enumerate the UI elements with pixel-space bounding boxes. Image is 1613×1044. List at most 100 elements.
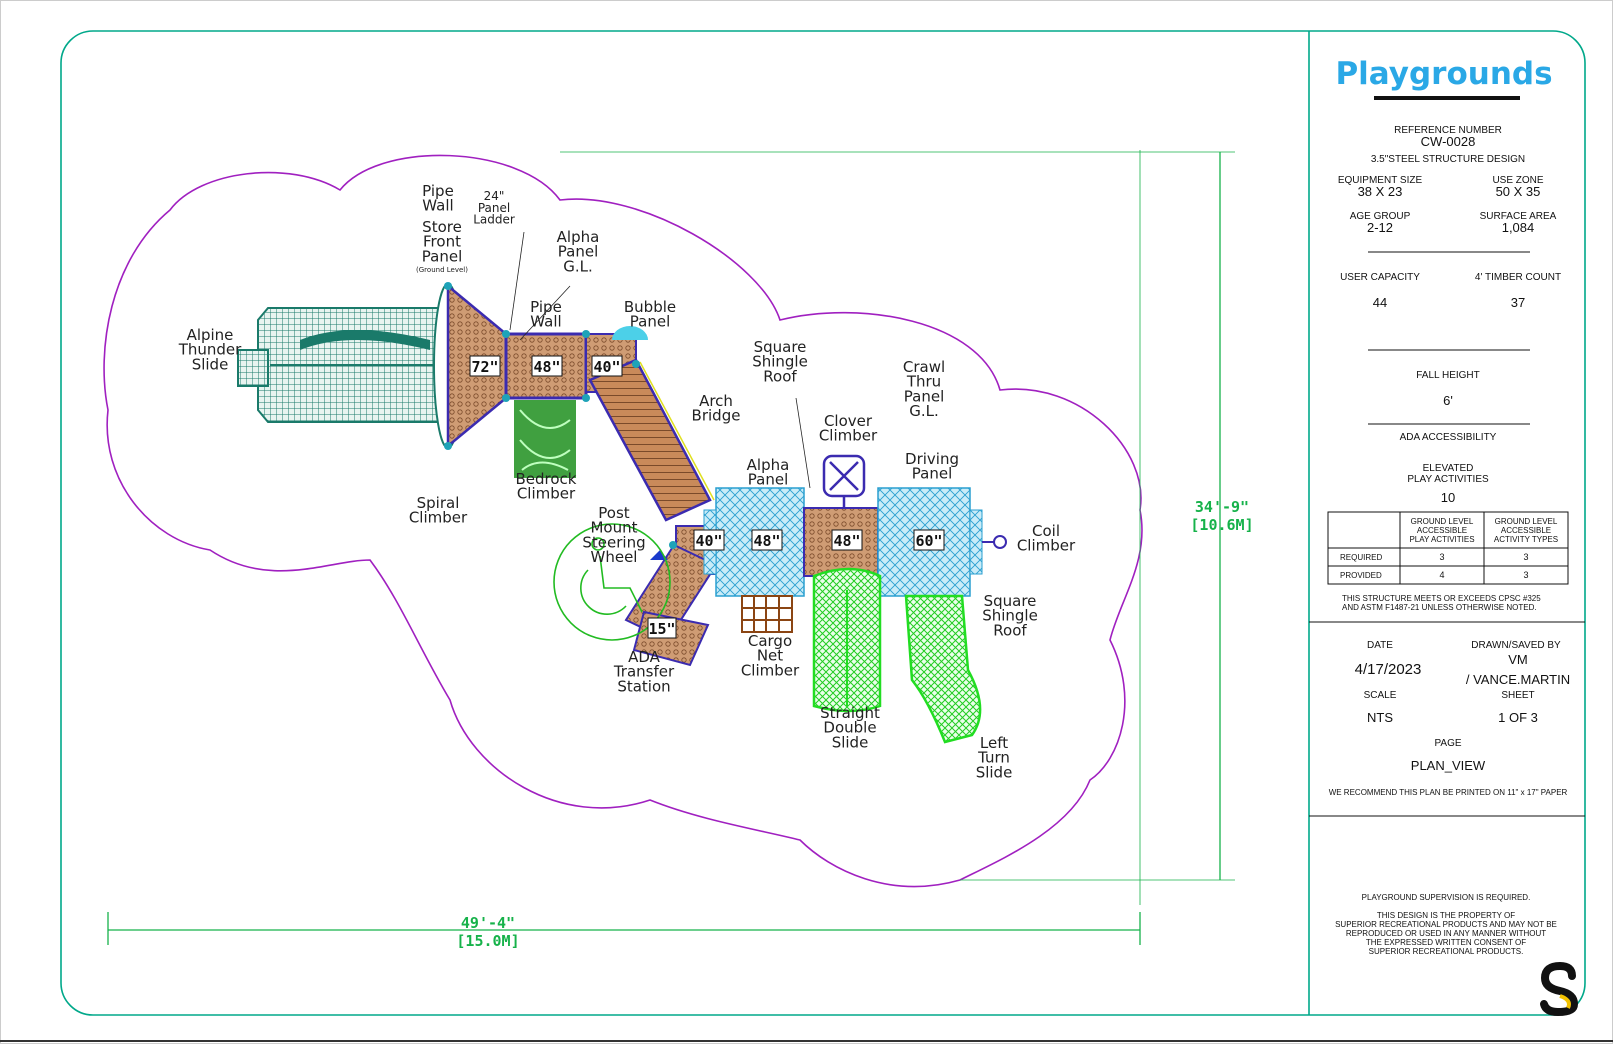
scale-label: SCALE	[1364, 690, 1397, 701]
deck-height-48a: 48"	[533, 358, 560, 376]
fall-height-label: FALL HEIGHT	[1416, 370, 1480, 381]
drawn-by-name: / VANCE.MARTIN	[1466, 672, 1570, 687]
label-line: Wall	[530, 313, 561, 331]
width-dimension	[107, 150, 1141, 945]
label-line: Bubble	[624, 298, 676, 316]
label-line: Thru	[906, 373, 941, 391]
label-line: Panel	[422, 247, 462, 265]
ada-provided-b: 3	[1523, 570, 1528, 580]
ada-col1-line3: PLAY ACTIVITIES	[1409, 535, 1474, 544]
equipment-size-label: EQUIPMENT SIZE	[1338, 175, 1423, 186]
deck-height-48b: 48"	[753, 532, 780, 550]
label-line: Station	[617, 677, 670, 695]
label-line: Panel	[630, 313, 670, 331]
user-capacity-label: USER CAPACITY	[1340, 272, 1420, 283]
use-zone-boundary	[103, 154, 1143, 888]
drawn-by-initials: VM	[1508, 652, 1528, 667]
depth-dim-label: 34'-9"	[1195, 498, 1249, 516]
steering-wheel-icon	[650, 550, 668, 560]
ada-required-a: 3	[1439, 552, 1444, 562]
page-value: PLAN_VIEW	[1411, 758, 1486, 773]
elevated-play-count: 10	[1441, 490, 1455, 505]
title-block: Playgrounds REFERENCE NUMBER CW-0028 3.5…	[1309, 56, 1585, 1017]
bedrock-climber	[514, 400, 576, 478]
supervision-note: PLAYGROUND SUPERVISION IS REQUIRED.	[1362, 893, 1531, 902]
ada-col2-line1: GROUND LEVEL	[1495, 517, 1558, 526]
label-line: Net	[757, 647, 783, 665]
depth-dim-metric: [10.6M]	[1190, 516, 1253, 534]
compliance-line-2: AND ASTM F1487-21 UNLESS OTHERWISE NOTED…	[1342, 603, 1537, 612]
timber-count-label: 4' TIMBER COUNT	[1475, 272, 1561, 283]
width-dim-metric: [15.0M]	[456, 932, 519, 950]
label-line: Steering	[582, 533, 645, 551]
straight-double-slide	[812, 567, 882, 713]
label-line: Roof	[763, 367, 797, 385]
ada-table	[1327, 511, 1569, 585]
ada-row-required: REQUIRED	[1340, 553, 1382, 562]
label-line: Alpine	[187, 326, 234, 344]
left-turn-slide	[904, 594, 982, 744]
label-line: Panel	[478, 201, 510, 215]
label-line: Front	[423, 233, 461, 251]
brand-logo-subline	[1374, 96, 1520, 100]
label-line: Coil	[1032, 522, 1060, 540]
sheet-value: 1 OF 3	[1498, 710, 1538, 725]
ada-required-b: 3	[1523, 552, 1528, 562]
label-line: Driving	[905, 450, 959, 468]
depth-dimension	[560, 151, 1235, 881]
label-line: Alpha	[747, 456, 790, 474]
timber-count: 37	[1511, 295, 1525, 310]
label-line: Transfer	[613, 663, 675, 681]
label-line: Panel	[558, 243, 598, 261]
scale-value: NTS	[1367, 710, 1393, 725]
sheet-label: SHEET	[1501, 690, 1534, 701]
label-line: Cargo	[748, 632, 792, 650]
page-label: PAGE	[1434, 738, 1461, 749]
label-line: Slide	[832, 733, 869, 751]
deck-height-tags: 72" 48" 40" 40" 48" 48" 60" 15"	[469, 355, 945, 639]
label-line: Spiral	[417, 494, 460, 512]
leader-lines	[509, 231, 811, 489]
age-group: 2-12	[1367, 220, 1393, 235]
deck-height-60: 60"	[915, 532, 942, 550]
label-line: Turn	[977, 749, 1010, 767]
label-line: Shingle	[752, 353, 808, 371]
deck-60	[877, 487, 971, 597]
label-line: Square	[984, 592, 1037, 610]
cargo-net-climber	[741, 595, 793, 633]
label-line: Climber	[409, 509, 468, 527]
label-line: Left	[980, 734, 1008, 752]
label-line: Panel	[748, 471, 788, 489]
label-line: Arch	[699, 392, 733, 410]
deck-posts	[444, 282, 677, 549]
deck-height-48c: 48"	[833, 532, 860, 550]
fall-height: 6'	[1443, 393, 1453, 408]
ada-col1-line2: ACCESSIBLE	[1417, 526, 1467, 535]
print-note: WE RECOMMEND THIS PLAN BE PRINTED ON 11"…	[1329, 788, 1568, 797]
use-zone-value: 50 X 35	[1496, 184, 1541, 199]
label-line: Square	[754, 338, 807, 356]
label-line: Straight	[820, 704, 880, 722]
compliance-line-1: THIS STRUCTURE MEETS OR EXCEEDS CPSC #32…	[1342, 594, 1541, 603]
label-line: Mount	[590, 519, 637, 537]
property-line-2: SUPERIOR RECREATIONAL PRODUCTS AND MAY N…	[1335, 920, 1557, 929]
ada-col1-line1: GROUND LEVEL	[1411, 517, 1474, 526]
label-line: G.L.	[909, 402, 939, 420]
ada-row-provided: PROVIDED	[1340, 571, 1382, 580]
label-line: Alpha	[557, 228, 600, 246]
label-ground-level: (Ground Level)	[416, 266, 468, 274]
drawing-border	[60, 30, 1586, 1016]
label-line: ADA	[628, 648, 661, 666]
